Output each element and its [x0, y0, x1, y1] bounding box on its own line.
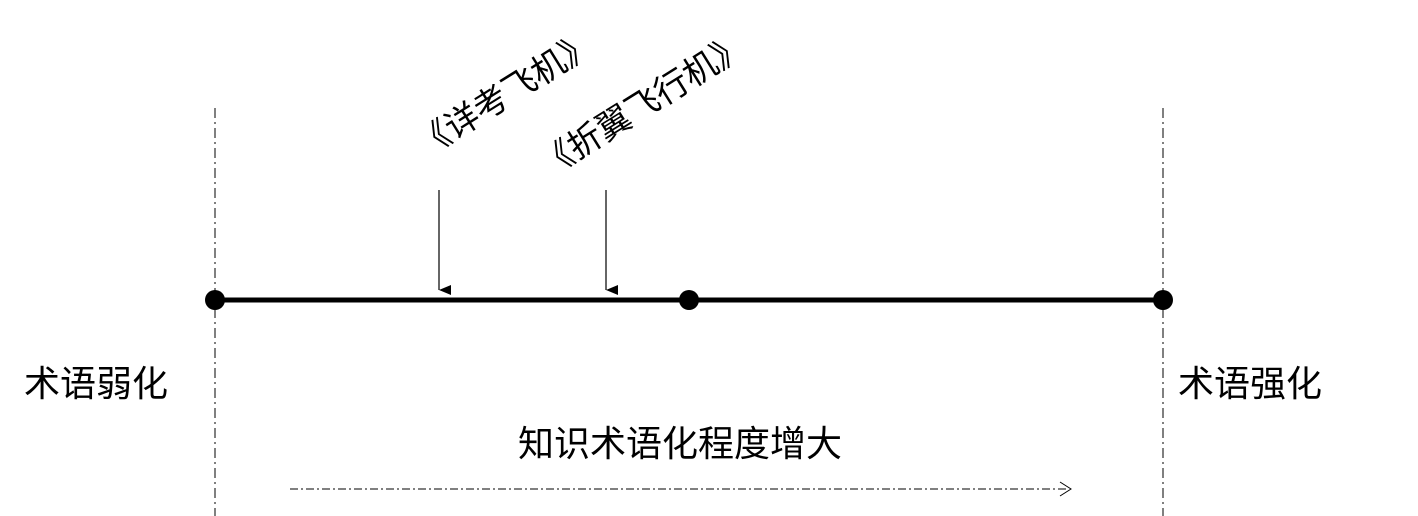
axis-start-dot [205, 290, 225, 310]
axis-caption: 知识术语化程度增大 [518, 424, 842, 465]
left-label: 术语弱化 [24, 364, 168, 405]
increase-arrowhead-icon [1059, 481, 1072, 497]
right-label: 术语强化 [1178, 364, 1322, 405]
axis-mid-dot [679, 290, 699, 310]
axis-end-dot [1153, 290, 1173, 310]
